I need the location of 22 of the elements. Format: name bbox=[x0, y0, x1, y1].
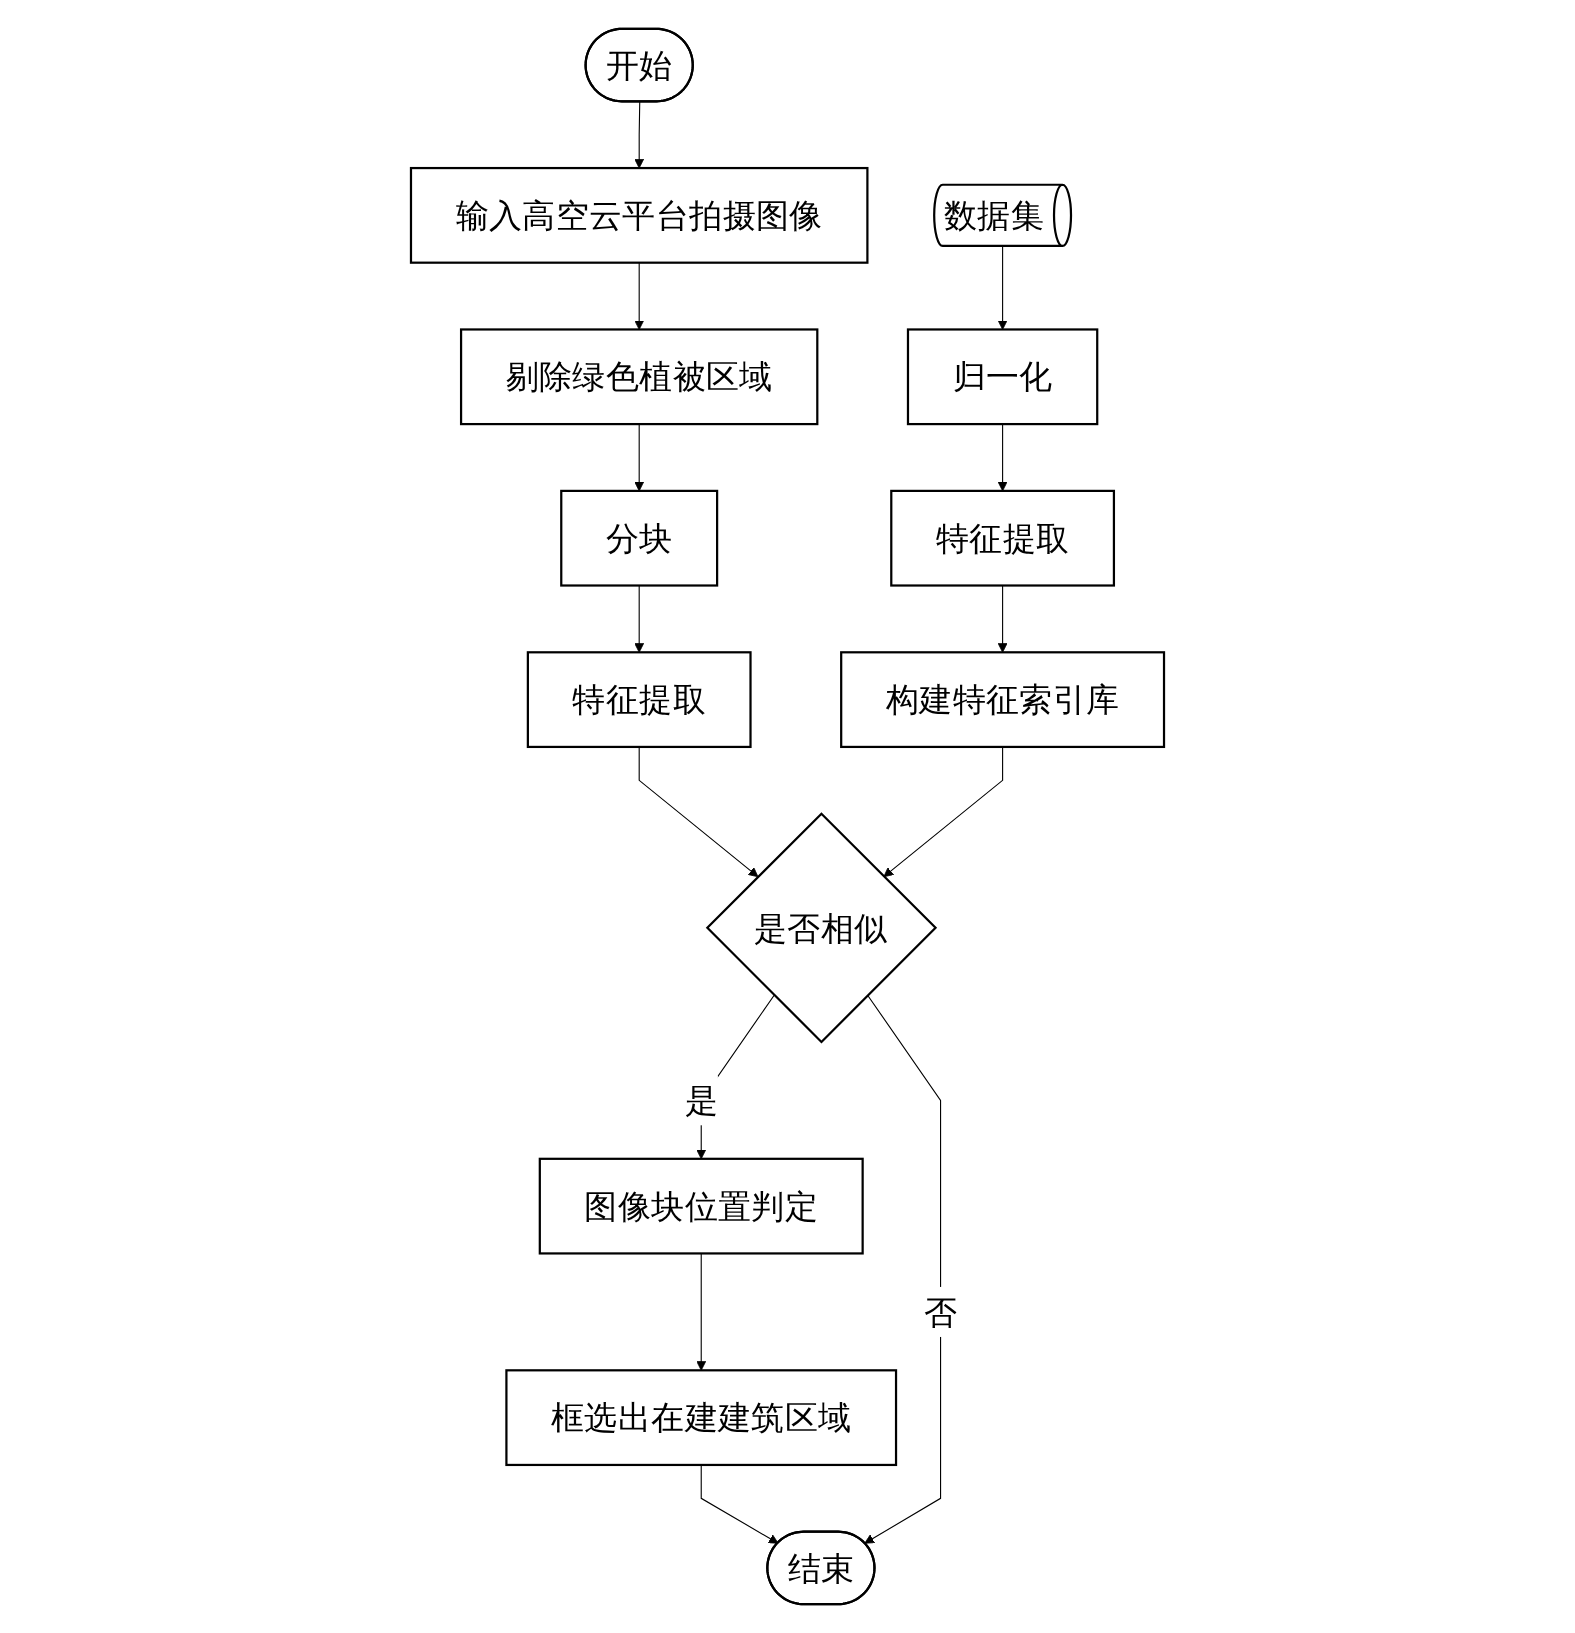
process-box: 特征提取 bbox=[890, 489, 1116, 587]
decision-diamond: 是否相似 bbox=[705, 812, 938, 1044]
terminal-shape: 开始 bbox=[584, 27, 694, 103]
process-box: 图像块位置判定 bbox=[538, 1157, 864, 1255]
arrow bbox=[634, 101, 645, 169]
process-box: 构建特征索引库 bbox=[840, 651, 1166, 749]
process-box: 框选出在建建筑区域 bbox=[505, 1369, 898, 1467]
arrow bbox=[864, 994, 942, 1544]
process-box: 特征提取 bbox=[526, 651, 752, 749]
arrow bbox=[634, 262, 645, 330]
process-box: 分块 bbox=[560, 489, 719, 587]
process-box: 归一化 bbox=[906, 328, 1099, 426]
edge-label: 否 bbox=[923, 1292, 958, 1332]
process-box: 剔除绿色植被区域 bbox=[459, 328, 819, 426]
edge-label: 是 bbox=[684, 1080, 718, 1120]
process-box: 输入高空云平台拍摄图像 bbox=[409, 166, 869, 264]
terminal-shape: 结束 bbox=[766, 1530, 876, 1606]
storage-cylinder: 数据集 bbox=[933, 183, 1073, 248]
arrow bbox=[638, 746, 759, 878]
arrow bbox=[997, 245, 1008, 330]
arrow bbox=[883, 746, 1004, 878]
arrow bbox=[700, 1464, 779, 1544]
